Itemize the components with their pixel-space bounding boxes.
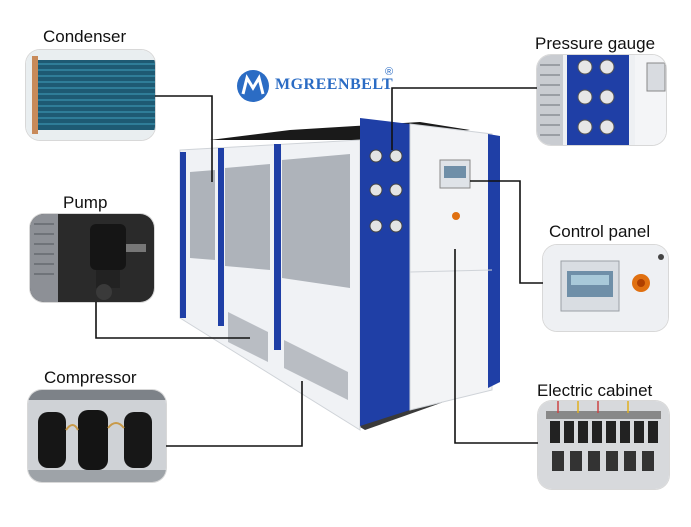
compressor-label: Compressor — [44, 368, 137, 387]
electric-cabinet-label: Electric cabinet — [537, 381, 653, 400]
chiller-unit-illustration — [179, 118, 500, 431]
control-panel-label: Control panel — [549, 222, 651, 241]
lower-louver-1 — [228, 312, 268, 362]
side-pillar-3 — [274, 144, 281, 350]
pump-callout-line — [95, 302, 250, 339]
louver-1 — [190, 170, 215, 260]
pump-thumbnail — [30, 214, 154, 302]
compressor-thumbnail — [28, 390, 166, 482]
electric-cabinet-callout-line — [454, 249, 538, 444]
panel-seam — [409, 269, 493, 273]
louver-2 — [225, 164, 270, 270]
pressure-gauge-label: Pressure gauge — [535, 34, 656, 53]
front-panel — [409, 123, 493, 411]
pressure-gauge-callout-line — [391, 87, 537, 150]
condenser-label: Condenser — [43, 27, 127, 46]
control-screen — [444, 166, 466, 178]
control-panel-thumbnail — [543, 245, 668, 331]
lower-louver-2 — [284, 340, 348, 400]
pressure-gauge-thumbnail — [537, 55, 666, 145]
logo-text: MGREENBELT — [275, 76, 394, 93]
condenser-thumbnail — [26, 50, 155, 140]
registered-mark: ® — [385, 66, 394, 78]
brand-logo: MGREENBELT ® — [235, 66, 405, 106]
control-panel-callout-line — [470, 180, 543, 284]
compressor-callout-line — [166, 381, 303, 447]
side-pillar-1 — [180, 152, 186, 318]
side-pillar-2 — [218, 148, 224, 326]
emergency-stop-icon — [452, 212, 460, 220]
front-right-edge — [488, 134, 500, 388]
logo-mark-icon — [237, 70, 269, 102]
pressure-gauges — [369, 149, 403, 233]
condenser-callout-line — [155, 95, 213, 182]
louver-3 — [282, 154, 350, 288]
pump-label: Pump — [63, 193, 108, 212]
electric-cabinet-thumbnail — [538, 401, 669, 489]
